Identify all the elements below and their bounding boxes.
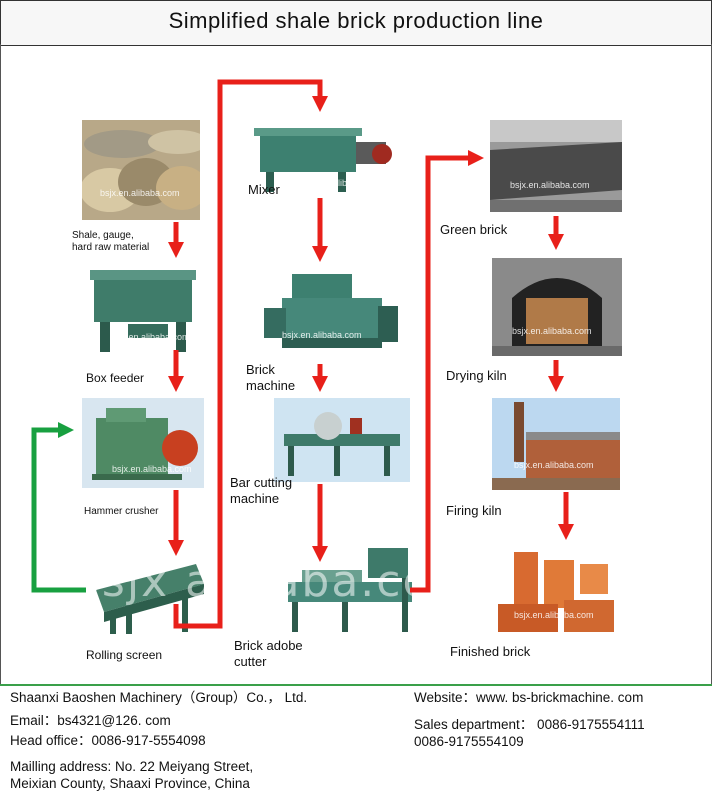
mailing-address-line-2: Meixian County, Shaaxi Province, China bbox=[10, 776, 250, 791]
company-name: Shaanxi Baoshen Machinery（Group）Co.， Ltd… bbox=[10, 690, 308, 705]
photo-rolling-screen bbox=[86, 550, 210, 638]
arrow-adobe-to-green-brick bbox=[410, 149, 485, 593]
website: Website：www. bs-brickmachine. com bbox=[414, 690, 644, 705]
label-bar-cutting: Bar cutting bbox=[230, 475, 293, 490]
watermark: bsjx.en.alibaba.com bbox=[112, 464, 192, 474]
contact-footer: Shaanxi Baoshen Machinery（Group）Co.， Ltd… bbox=[0, 684, 712, 802]
label-raw-material: Shale, gauge, bbox=[72, 230, 134, 241]
watermark: bsjx.en.alibaba.com bbox=[510, 180, 590, 190]
photo-bar-cutting-machine bbox=[274, 398, 410, 482]
label-mixer: Mixer bbox=[248, 182, 280, 197]
head-office-phone: Head office：0086-917-5554098 bbox=[10, 733, 206, 748]
photo-green-brick bbox=[490, 120, 622, 212]
watermark: bsjx.en.alibaba.com bbox=[302, 178, 382, 188]
photo-raw-material bbox=[82, 120, 200, 220]
label-firing-kiln: Firing kiln bbox=[446, 503, 502, 518]
watermark-large: bsjx alibaba.com bbox=[72, 556, 477, 607]
label-raw-material-2: hard raw material bbox=[72, 242, 150, 253]
label-brick-adobe: Brick adobe bbox=[234, 638, 303, 653]
page-title: Simplified shale brick production line bbox=[168, 8, 544, 33]
photo-box-feeder bbox=[88, 264, 200, 356]
label-finished-brick: Finished brick bbox=[450, 644, 531, 659]
watermark: bsjx.en.alibaba.com bbox=[110, 332, 190, 342]
photo-hammer-crusher bbox=[82, 398, 204, 488]
label-drying-kiln: Drying kiln bbox=[446, 368, 507, 383]
watermark: bsjx.en.alibaba.com bbox=[514, 610, 594, 620]
photo-finished-brick bbox=[484, 546, 622, 638]
photo-firing-kiln bbox=[492, 398, 620, 490]
label-brick-machine-2: machine bbox=[246, 378, 296, 393]
label-brick-machine: Brick bbox=[246, 362, 275, 377]
label-brick-adobe-2: cutter bbox=[234, 654, 267, 669]
label-box-feeder: Box feeder bbox=[86, 371, 145, 385]
email: Email：bs4321@126. com bbox=[10, 713, 171, 728]
watermark: bsjx.en.alibaba.com bbox=[100, 188, 180, 198]
arrow-screen-to-mixer bbox=[173, 79, 329, 629]
arrow-return-screen-to-crusher bbox=[31, 421, 86, 593]
photo-drying-kiln bbox=[492, 258, 622, 356]
watermark: bsjx.en.alibaba.com bbox=[282, 330, 362, 340]
label-rolling-screen: Rolling screen bbox=[86, 648, 163, 662]
sales-phone-1: Sales department： 0086-9175554111 bbox=[414, 717, 645, 732]
mailing-address-line-1: Mailling address: No. 22 Meiyang Street, bbox=[10, 759, 254, 774]
sales-phone-2: 0086-9175554109 bbox=[414, 734, 524, 749]
title-bar bbox=[0, 0, 712, 46]
photo-mixer bbox=[252, 120, 392, 196]
watermark: bsjx.en.alibaba.com bbox=[514, 460, 594, 470]
flow-arrows bbox=[31, 79, 575, 629]
label-green-brick: Green brick bbox=[440, 222, 508, 237]
label-hammer-crusher: Hammer crusher bbox=[84, 506, 159, 517]
watermark: bsjx.en.alibaba.com bbox=[512, 326, 592, 336]
label-bar-cutting-2: machine bbox=[230, 491, 280, 506]
photo-brick-machine bbox=[262, 268, 402, 362]
photo-brick-adobe-cutter bbox=[282, 542, 418, 638]
